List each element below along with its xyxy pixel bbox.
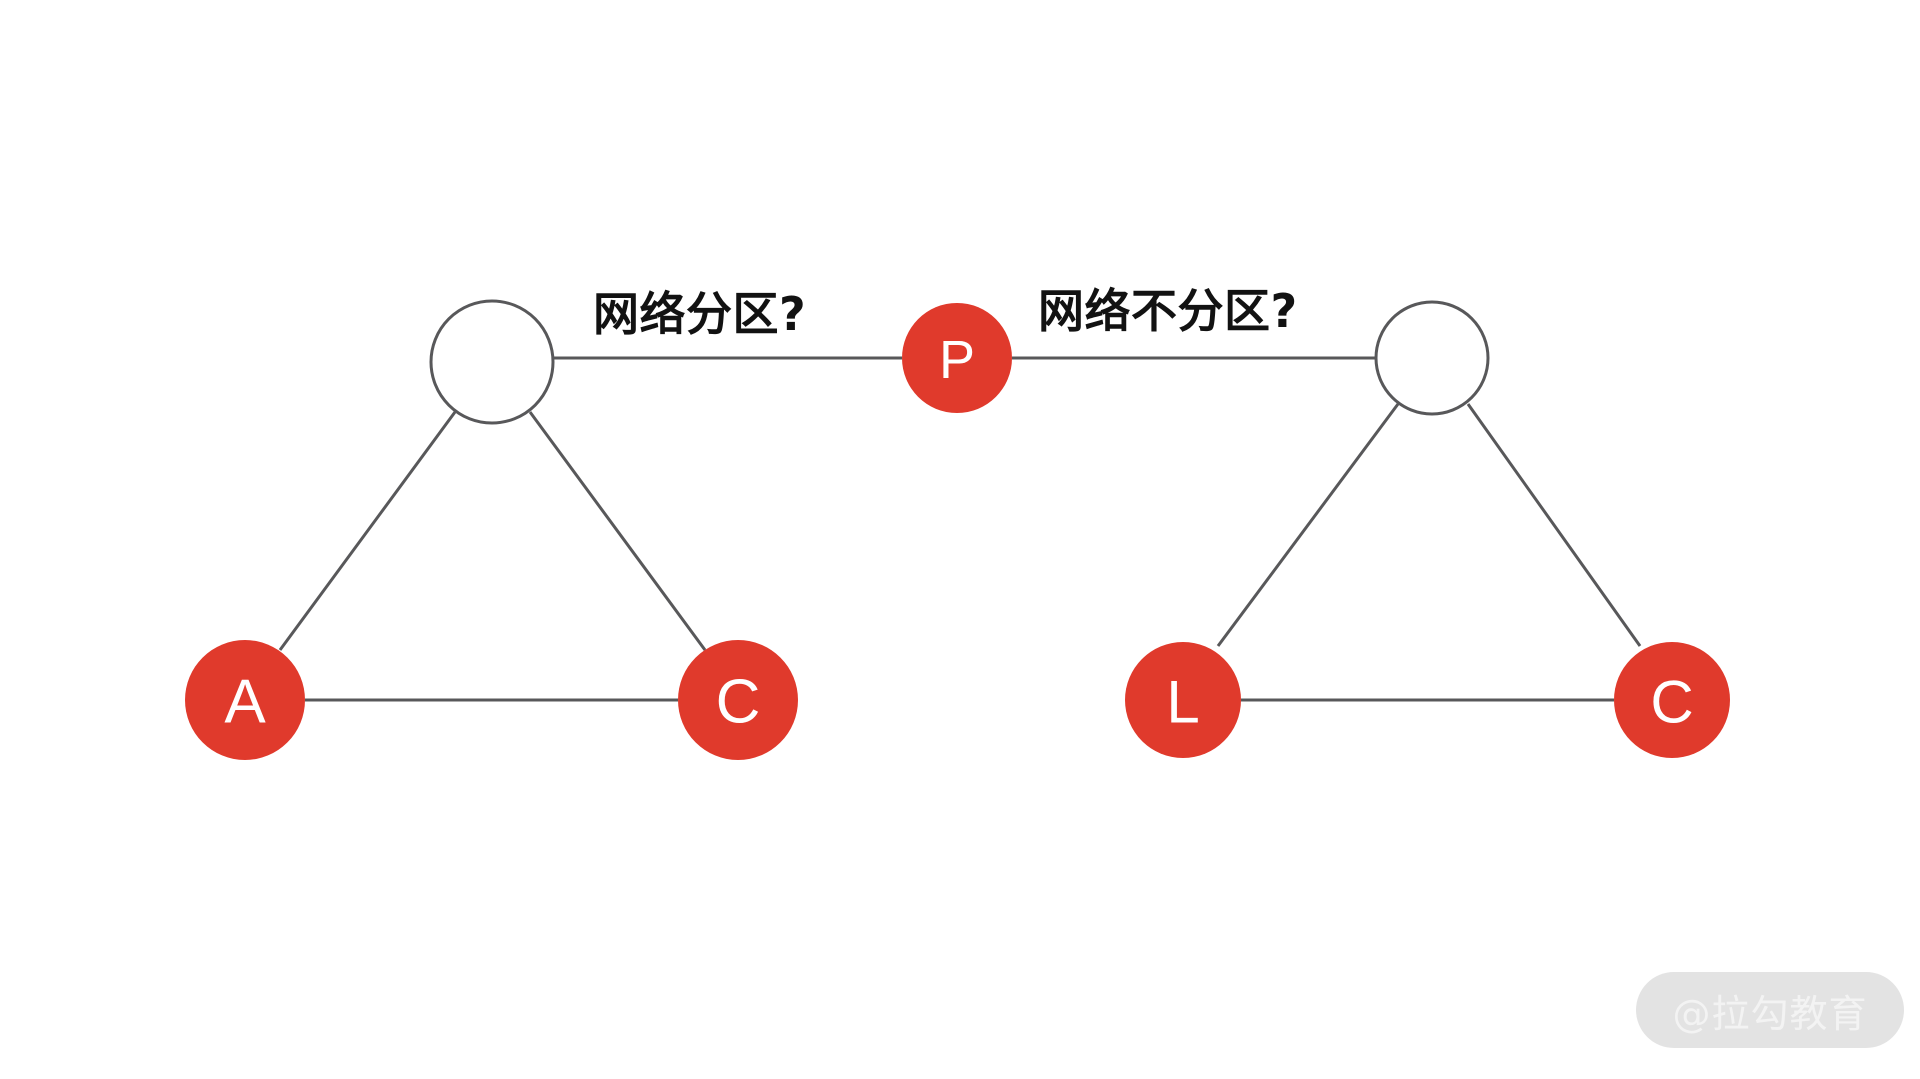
watermark-badge: @拉勾教育 (1636, 972, 1904, 1048)
node-a[interactable]: A (185, 640, 305, 760)
edge-label-no-network-partition: 网络不分区? (1038, 284, 1298, 338)
node-l-circle[interactable] (1125, 642, 1241, 758)
node-p-circle[interactable] (902, 303, 1012, 413)
node-left-c-label: C (716, 668, 761, 737)
node-left-top-hollow[interactable] (429, 299, 555, 425)
node-right-c-circle[interactable] (1614, 642, 1730, 758)
edge-right-top-to-l (1216, 403, 1400, 647)
node-p[interactable]: P (902, 303, 1012, 413)
node-layer: A C P L C (185, 299, 1730, 760)
node-a-circle[interactable] (185, 640, 305, 760)
watermark-text: @拉勾教育 (1672, 991, 1868, 1036)
node-left-c-circle[interactable] (678, 640, 798, 760)
edge-left-top-to-a (278, 411, 457, 651)
node-p-label: P (939, 330, 975, 390)
edge-left-top-to-c (528, 411, 707, 651)
node-right-c-label: C (1650, 669, 1693, 736)
node-l-label: L (1166, 669, 1199, 736)
node-right-c[interactable]: C (1614, 642, 1730, 758)
node-l[interactable]: L (1125, 642, 1241, 758)
node-right-top-hollow[interactable] (1374, 300, 1490, 416)
node-a-label: A (224, 668, 266, 737)
edge-right-top-to-c (1466, 403, 1642, 647)
node-left-c[interactable]: C (678, 640, 798, 760)
edge-layer (278, 356, 1642, 702)
edge-label-network-partition: 网络分区? (593, 287, 807, 341)
